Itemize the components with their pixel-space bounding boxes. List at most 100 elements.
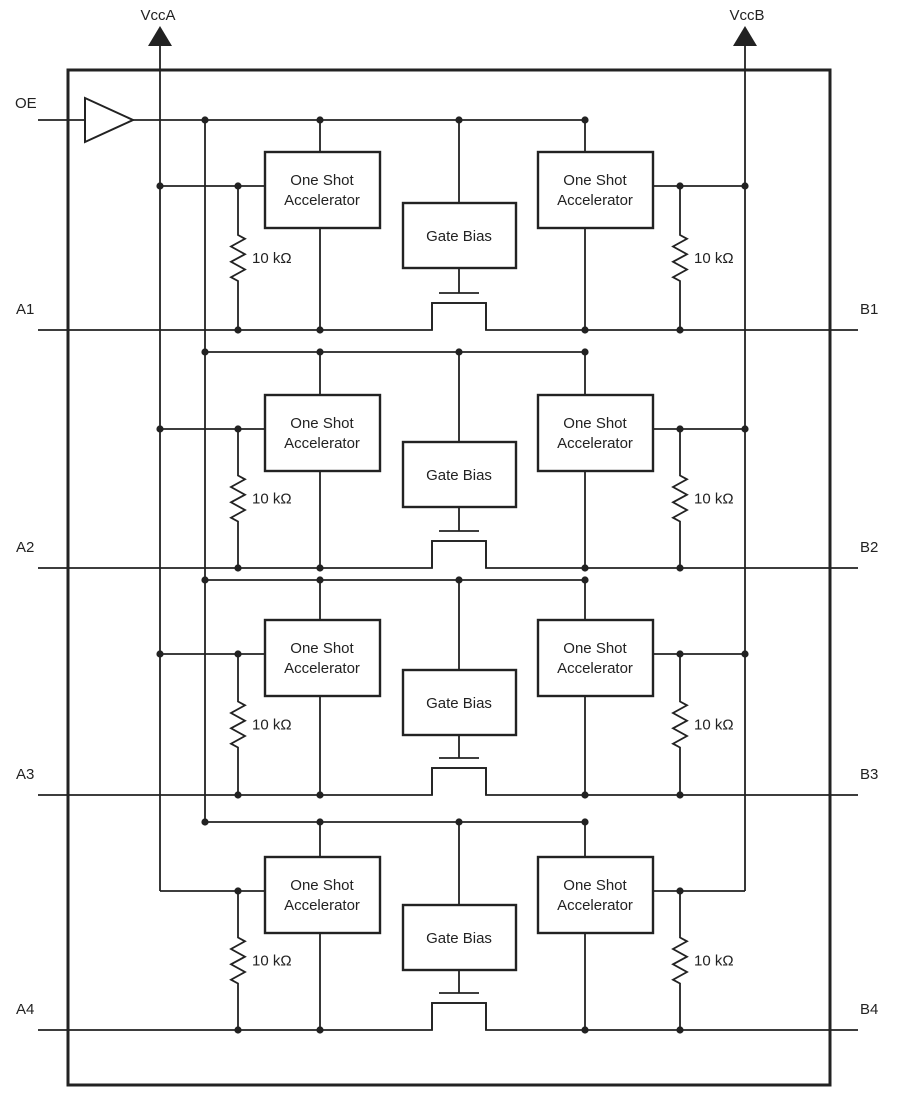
- channel-wire: [38, 540, 858, 569]
- junction-dot: [234, 791, 242, 799]
- junction-dot: [234, 650, 242, 658]
- junction-dot: [741, 650, 749, 658]
- one-shot-accelerator-box: [536, 393, 655, 473]
- pin-label-b4: B4: [860, 1001, 878, 1018]
- channel-wire: [38, 302, 858, 331]
- gate-bias-box-label: Gate Bias: [426, 695, 492, 712]
- junction-dot: [676, 425, 684, 433]
- junction-dot: [316, 818, 324, 826]
- pin-label-b3: B3: [860, 766, 878, 783]
- gate-bias-box-label: Gate Bias: [426, 930, 492, 947]
- junction-dot: [316, 348, 324, 356]
- resistor-label: 10 kΩ: [252, 250, 292, 267]
- one-shot-box-label: One Shot: [563, 640, 627, 657]
- vccb-label: VccB: [729, 7, 764, 24]
- junction-dot: [156, 650, 164, 658]
- junction-dot: [455, 818, 463, 826]
- pass-transistor-symbol: [431, 1002, 487, 1030]
- junction-dot: [581, 576, 589, 584]
- resistor-label: 10 kΩ: [694, 953, 734, 970]
- resistor-label: 10 kΩ: [252, 953, 292, 970]
- junction-dot: [581, 116, 589, 124]
- junction-dot: [156, 182, 164, 190]
- pin-label-a2: A2: [16, 539, 34, 556]
- junction-dot: [741, 182, 749, 190]
- gate-bias-box: [401, 440, 518, 509]
- one-shot-box-label: Accelerator: [284, 660, 360, 677]
- one-shot-box-label: One Shot: [563, 172, 627, 189]
- junction-dot: [316, 791, 324, 799]
- junction-dot: [316, 116, 324, 124]
- junction-dot: [676, 650, 684, 658]
- one-shot-accelerator-box: [536, 150, 655, 230]
- gate-bias-box: [401, 201, 518, 270]
- one-shot-box-label: One Shot: [290, 640, 354, 657]
- vcca-label: VccA: [140, 7, 175, 24]
- one-shot-accelerator-box: [263, 618, 382, 698]
- junction-dot: [316, 1026, 324, 1034]
- one-shot-box-label: One Shot: [563, 877, 627, 894]
- pin-label-b2: B2: [860, 539, 878, 556]
- junction-dot: [234, 326, 242, 334]
- one-shot-accelerator-box: [536, 618, 655, 698]
- junction-dot: [581, 564, 589, 572]
- junction-dot: [316, 326, 324, 334]
- junction-dot: [676, 182, 684, 190]
- resistor-label: 10 kΩ: [694, 491, 734, 508]
- resistor-label: 10 kΩ: [252, 717, 292, 734]
- channel-wire: [38, 1002, 858, 1031]
- junction-dot: [201, 576, 209, 584]
- junction-dot: [234, 887, 242, 895]
- junction-dot: [676, 791, 684, 799]
- junction-dot: [201, 348, 209, 356]
- resistor-symbol: [671, 654, 689, 795]
- junction-dot: [581, 818, 589, 826]
- one-shot-box-label: Accelerator: [284, 192, 360, 209]
- junction-dot: [234, 182, 242, 190]
- resistor-label: 10 kΩ: [694, 717, 734, 734]
- pin-label-a4: A4: [16, 1001, 34, 1018]
- junction-dot: [316, 576, 324, 584]
- junction-dot: [676, 887, 684, 895]
- junction-dot: [234, 564, 242, 572]
- junction-dot: [234, 1026, 242, 1034]
- resistor-symbol: [671, 891, 689, 1030]
- one-shot-accelerator-box: [263, 393, 382, 473]
- one-shot-box-label: Accelerator: [284, 435, 360, 452]
- vccb-power-arrow-icon: [733, 26, 757, 46]
- one-shot-box-label: One Shot: [290, 172, 354, 189]
- junction-dot: [676, 326, 684, 334]
- junction-dot: [455, 348, 463, 356]
- junction-dot: [741, 425, 749, 433]
- pass-transistor-symbol: [431, 302, 487, 330]
- oe-label: OE: [15, 95, 37, 112]
- ic-outline: [66, 68, 832, 1087]
- pin-label-b1: B1: [860, 301, 878, 318]
- junction-dot: [316, 564, 324, 572]
- one-shot-accelerator-box: [263, 150, 382, 230]
- resistor-symbol: [671, 186, 689, 330]
- one-shot-accelerator-box: [536, 855, 655, 935]
- pin-label-a3: A3: [16, 766, 34, 783]
- one-shot-box-label: One Shot: [290, 415, 354, 432]
- resistor-symbol: [229, 429, 247, 568]
- gate-bias-box-label: Gate Bias: [426, 467, 492, 484]
- pin-label-a1: A1: [16, 301, 34, 318]
- one-shot-box-label: One Shot: [563, 415, 627, 432]
- one-shot-box-label: Accelerator: [557, 897, 633, 914]
- vcca-power-arrow-icon: [148, 26, 172, 46]
- channel-wire: [38, 767, 858, 796]
- resistor-symbol: [229, 186, 247, 330]
- junction-dot: [581, 326, 589, 334]
- resistor-label: 10 kΩ: [252, 491, 292, 508]
- junction-dot: [676, 564, 684, 572]
- junction-dot: [581, 1026, 589, 1034]
- junction-dot: [201, 818, 209, 826]
- gate-bias-box: [401, 903, 518, 972]
- pass-transistor-symbol: [431, 540, 487, 568]
- junction-dot: [581, 348, 589, 356]
- gate-bias-box: [401, 668, 518, 737]
- one-shot-box-label: One Shot: [290, 877, 354, 894]
